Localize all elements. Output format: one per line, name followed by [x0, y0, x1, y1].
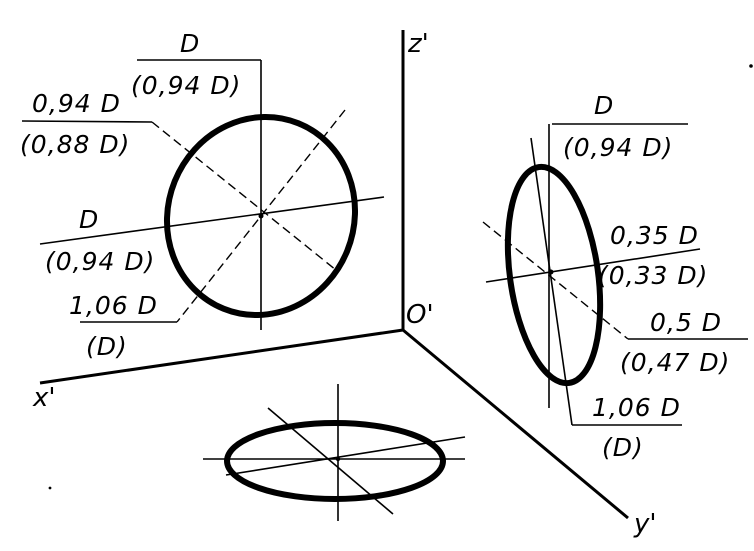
z-axis-label: z': [407, 29, 429, 59]
stray-dot: [749, 64, 753, 68]
side-minor1-label-alt: (0,33 D): [598, 261, 708, 290]
side-minor2-label: 0,5 D: [650, 308, 722, 337]
y-axis: [402, 328, 629, 520]
x-axis-label: x': [32, 383, 56, 413]
bottom-tilted-axis: [225, 436, 466, 476]
side-major-label-alt: (D): [602, 433, 644, 462]
front-top-label-alt: (0,94 D): [131, 71, 241, 100]
side-minor-axis-2: [482, 221, 629, 340]
axes: [39, 30, 629, 520]
front-top-label: D: [180, 29, 200, 58]
front-minor-diagonal: [176, 109, 346, 323]
side-minor-axis-1: [485, 248, 701, 283]
side-minor2-label-alt: (0,47 D): [620, 348, 730, 377]
bottom-ellipse-group: [203, 384, 466, 521]
front-diag-lower-label: 1,06 D: [69, 291, 158, 320]
side-major-label: 1,06 D: [592, 393, 681, 422]
front-horizontal-label: D: [79, 205, 99, 234]
side-ellipse-group: [482, 123, 748, 426]
side-top-label-alt: (0,94 D): [563, 133, 673, 162]
side-top-label: D: [594, 91, 614, 120]
side-minor1-label: 0,35 D: [610, 221, 699, 250]
front-ellipse: [163, 113, 359, 319]
front-major-diagonal: [151, 121, 337, 271]
y-axis-label: y': [633, 509, 657, 539]
bottom-ellipse: [224, 420, 446, 502]
front-ellipse-group: [21, 59, 385, 330]
front-center-point: [258, 213, 264, 219]
front-diag-upper-label-alt: (0,88 D): [20, 130, 130, 159]
front-horizontal-axis: [39, 196, 385, 245]
x-axis: [39, 328, 404, 385]
side-center-point: [548, 269, 554, 275]
bottom-center-point: [335, 456, 341, 462]
origin-label: O': [406, 300, 434, 330]
side-major-axis: [530, 137, 573, 426]
stray-dot: [48, 486, 52, 490]
front-diag-upper-label: 0,94 D: [32, 89, 121, 118]
leader-front-diag-upper: [21, 120, 153, 123]
front-horizontal-label-alt: (0,94 D): [45, 247, 155, 276]
bottom-diagonal: [267, 407, 394, 515]
front-diag-lower-label-alt: (D): [86, 332, 128, 361]
side-ellipse: [504, 163, 604, 387]
